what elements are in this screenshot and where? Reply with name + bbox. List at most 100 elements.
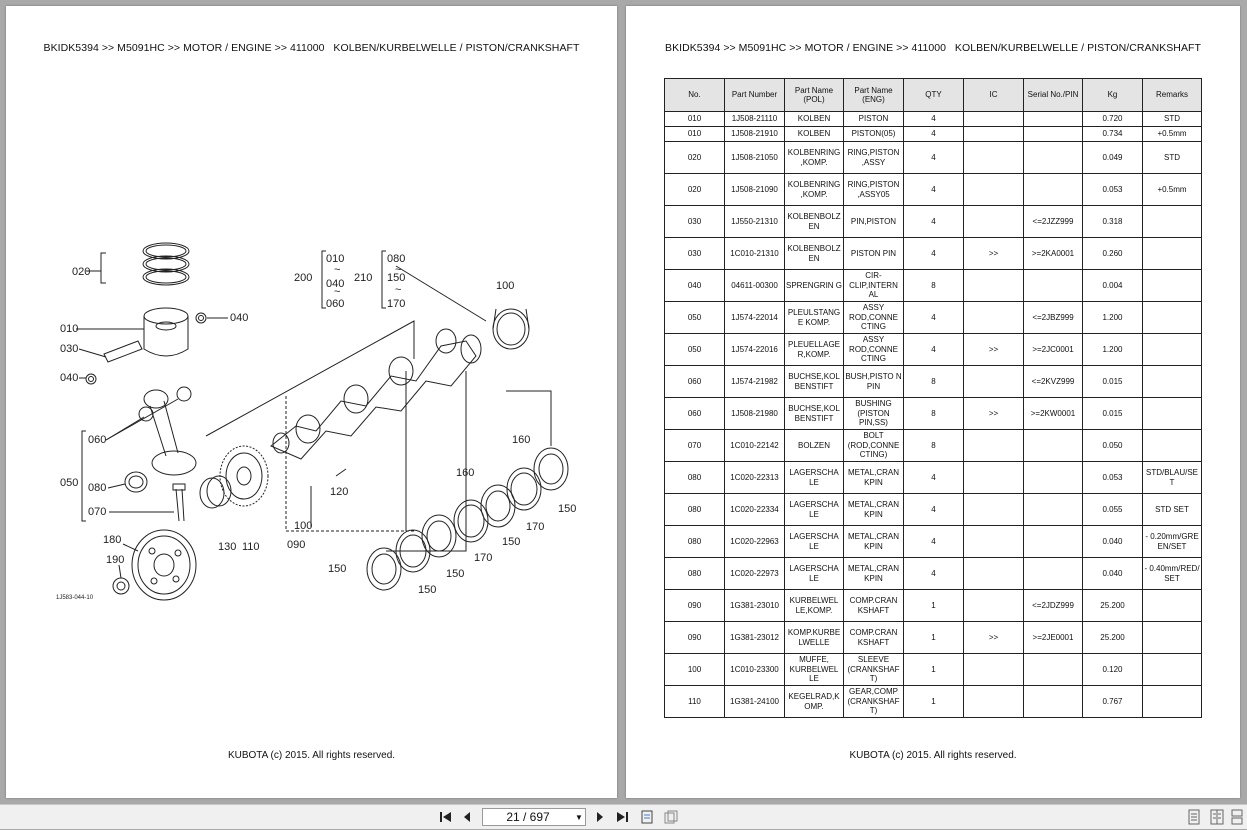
cell-remarks: - 0.20mm/GRE EN/SET bbox=[1142, 525, 1202, 558]
cell-part-name-eng: PISTON PIN bbox=[843, 237, 904, 270]
cell-kg: 0.767 bbox=[1082, 685, 1143, 718]
cell-part-number: 1J508-21910 bbox=[724, 126, 785, 142]
cell-part-name-pol: BOLZEN bbox=[784, 429, 844, 462]
cell-part-name-pol: SPRENGRIN G bbox=[784, 269, 844, 302]
cell-qty: 4 bbox=[903, 111, 964, 127]
box-210-first: 080 bbox=[387, 253, 405, 265]
cell-part-name-pol: MUFFE, KURBELWEL LE bbox=[784, 653, 844, 686]
cell-part-name-pol: LAGERSCHA LE bbox=[784, 493, 844, 526]
cell-part-name-pol: PLEUELLAGE R,KOMP. bbox=[784, 333, 844, 366]
cell-remarks: STD bbox=[1142, 111, 1202, 127]
column-header: Remarks bbox=[1142, 78, 1202, 112]
cell-part-name-pol: KOLBENRING ,KOMP. bbox=[784, 141, 844, 174]
cell-ic bbox=[963, 141, 1024, 174]
cell-ic bbox=[963, 525, 1024, 558]
right-page: BKIDK5394 >> M5091HC >> MOTOR / ENGINE >… bbox=[626, 6, 1240, 798]
page-number-value: 21 / 697 bbox=[506, 810, 550, 824]
page-number-select[interactable]: 21 / 697 ▼ bbox=[482, 808, 586, 826]
cell-part-name-pol: KOMP.KURBE LWELLE bbox=[784, 621, 844, 654]
cell-qty: 8 bbox=[903, 365, 964, 398]
cell-kg: 1.200 bbox=[1082, 333, 1143, 366]
cell-kg: 1.200 bbox=[1082, 301, 1143, 334]
breadcrumb: BKIDK5394 >> M5091HC >> MOTOR / ENGINE >… bbox=[43, 42, 580, 54]
cell-serial: <=2JDZ999 bbox=[1023, 589, 1083, 622]
cell-remarks bbox=[1142, 333, 1202, 366]
rotate-page-icon[interactable] bbox=[638, 808, 656, 826]
cell-part-name-eng: ASSY ROD,CONNE CTING bbox=[843, 333, 904, 366]
cell-part-name-eng: RING,PISTON ,ASSY05 bbox=[843, 173, 904, 206]
copyright-text: KUBOTA (c) 2015. All rights reserved. bbox=[227, 750, 396, 761]
cell-qty: 8 bbox=[903, 269, 964, 302]
box-200-first: 010 bbox=[326, 253, 344, 265]
cell-remarks bbox=[1142, 205, 1202, 238]
cell-part-number: 1G381-23010 bbox=[724, 589, 785, 622]
cell-kg: 0.015 bbox=[1082, 397, 1143, 430]
two-page-view-icon[interactable] bbox=[1210, 809, 1224, 825]
cell-kg: 0.040 bbox=[1082, 557, 1143, 590]
cell-remarks bbox=[1142, 429, 1202, 462]
cell-ic bbox=[963, 301, 1024, 334]
cell-part-number: 1J508-21050 bbox=[724, 141, 785, 174]
cell-qty: 4 bbox=[903, 301, 964, 334]
cell-ic bbox=[963, 111, 1024, 127]
cell-part-name-pol: LAGERSCHA LE bbox=[784, 461, 844, 494]
cell-kg: 0.120 bbox=[1082, 653, 1143, 686]
cell-no: 020 bbox=[664, 173, 725, 206]
cell-kg: 0.720 bbox=[1082, 111, 1143, 127]
cell-qty: 8 bbox=[903, 397, 964, 430]
cell-serial bbox=[1023, 141, 1083, 174]
cell-qty: 4 bbox=[903, 173, 964, 206]
first-page-icon[interactable] bbox=[437, 808, 455, 826]
cell-no: 080 bbox=[664, 461, 725, 494]
fit-page-icon[interactable] bbox=[662, 808, 680, 826]
cell-part-name-eng: METAL,CRAN KPIN bbox=[843, 557, 904, 590]
breadcrumb: BKIDK5394 >> M5091HC >> MOTOR / ENGINE >… bbox=[665, 42, 1201, 54]
cell-ic bbox=[963, 205, 1024, 238]
cell-kg: 0.050 bbox=[1082, 429, 1143, 462]
cell-part-name-eng: METAL,CRAN KPIN bbox=[843, 461, 904, 494]
next-page-icon[interactable] bbox=[591, 808, 609, 826]
cell-ic: >> bbox=[963, 333, 1024, 366]
callout-170: 170 bbox=[526, 521, 544, 533]
cell-qty: 4 bbox=[903, 205, 964, 238]
cell-part-number: 1J574-22016 bbox=[724, 333, 785, 366]
cell-part-name-eng: PIN,PISTON bbox=[843, 205, 904, 238]
callout-150: 150 bbox=[328, 563, 346, 575]
prev-page-icon[interactable] bbox=[458, 808, 476, 826]
box-210-mid: 150 bbox=[387, 272, 405, 284]
cell-remarks: STD bbox=[1142, 141, 1202, 174]
single-page-view-icon[interactable] bbox=[1187, 809, 1201, 825]
cell-serial bbox=[1023, 557, 1083, 590]
cell-part-number: 1C010-22142 bbox=[724, 429, 785, 462]
cell-no: 080 bbox=[664, 525, 725, 558]
cell-remarks: +0.5mm bbox=[1142, 126, 1202, 142]
cell-serial: >=2KW0001 bbox=[1023, 397, 1083, 430]
cell-remarks: STD/BLAU/SE T bbox=[1142, 461, 1202, 494]
column-header: Serial No./PIN bbox=[1023, 78, 1083, 112]
cell-serial bbox=[1023, 525, 1083, 558]
cell-part-name-pol: KOLBENBOLZ EN bbox=[784, 237, 844, 270]
callout-170: 170 bbox=[474, 552, 492, 564]
callout-150: 150 bbox=[418, 584, 436, 596]
cell-kg: 0.040 bbox=[1082, 525, 1143, 558]
cell-part-name-pol: KEGELRAD,K OMP. bbox=[784, 685, 844, 718]
cell-remarks bbox=[1142, 269, 1202, 302]
cell-part-name-eng: SLEEVE (CRANKSHAF T) bbox=[843, 653, 904, 686]
cell-kg: 0.004 bbox=[1082, 269, 1143, 302]
cell-kg: 0.055 bbox=[1082, 493, 1143, 526]
diagram-reference-id: 1J583-044-10 bbox=[56, 595, 94, 601]
continuous-view-icon[interactable] bbox=[1230, 809, 1244, 825]
cell-part-number: 1J508-21090 bbox=[724, 173, 785, 206]
cell-ic bbox=[963, 557, 1024, 590]
cell-serial: <=2JBZ999 bbox=[1023, 301, 1083, 334]
cell-part-name-pol: KOLBENRING ,KOMP. bbox=[784, 173, 844, 206]
cell-remarks bbox=[1142, 365, 1202, 398]
last-page-icon[interactable] bbox=[613, 808, 631, 826]
